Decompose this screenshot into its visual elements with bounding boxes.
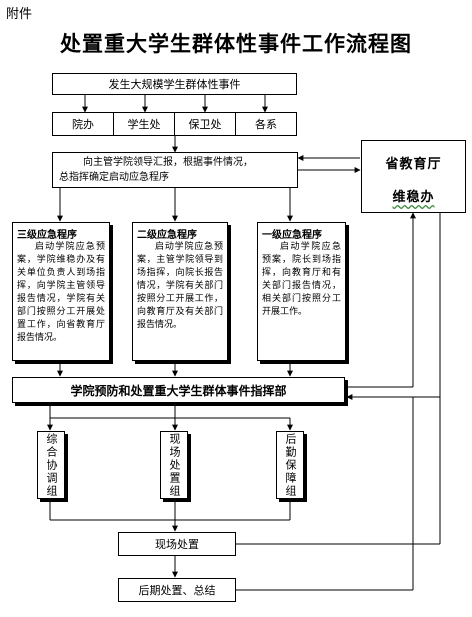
dept-label: 院办	[72, 118, 94, 131]
group-coordination-label: 综合协调组	[45, 432, 58, 498]
level-2-body: 启动学院应急预案，主管学院领导到场指挥，向院长报告情况，学院有关部门按照分工开展…	[137, 242, 223, 330]
onsite-box: 现场处置	[118, 532, 236, 556]
top-event-text: 发生大规模学生群体性事件	[108, 78, 241, 91]
dept-label: 保卫处	[188, 118, 222, 131]
dept-cell: 各系	[236, 113, 296, 135]
level-1-body: 启动学院应急预案，院长到场指挥，向教育厅和有关部门报告情况，相关部门按照分工开展…	[262, 242, 341, 317]
aftermath-box: 后期处置、总结	[118, 578, 236, 602]
group-logistics-box: 后勤保障组	[276, 431, 304, 499]
level-2-box: 二级应急程序 启动学院应急预案，主管学院领导到场指挥，向院长报告情况，学院有关部…	[132, 222, 228, 361]
group-onsite-label: 现场处置组	[168, 432, 181, 498]
level-1-box: 一级应急程序 启动学院应急预案，院长到场指挥，向教育厅和有关部门报告情况，相关部…	[257, 222, 346, 361]
attachment-label: 附件	[6, 7, 33, 22]
command-box: 学院预防和处置重大学生群体事件指挥部	[12, 377, 345, 403]
province-line-1: 省教育厅	[385, 157, 442, 172]
dept-cell: 保卫处	[175, 113, 236, 135]
aftermath-text: 后期处置、总结	[138, 584, 216, 597]
level-3-body: 启动学院应急预案，学院维稳办及有关单位负责人到场指挥，向学院主管领导报告情况，学…	[17, 242, 105, 343]
onsite-text: 现场处置	[155, 538, 199, 551]
dept-cell: 学生处	[114, 113, 175, 135]
level-2-title: 二级应急程序	[137, 230, 197, 241]
group-coordination-box: 综合协调组	[37, 431, 65, 499]
province-line-2: 维稳办	[392, 190, 435, 205]
dept-cell: 院办	[53, 113, 114, 135]
group-logistics-label: 后勤保障组	[284, 432, 297, 498]
province-box: 省教育厅 维稳办	[361, 140, 466, 213]
report-box: 向主管学院领导汇报，根据事件情况， 总指挥确定启动应急程序	[52, 152, 298, 188]
top-event-box: 发生大规模学生群体性事件	[52, 73, 297, 95]
command-text: 学院预防和处置重大学生群体事件指挥部	[70, 383, 287, 398]
page-title: 处置重大学生群体性事件工作流程图	[60, 31, 412, 56]
dept-label: 各系	[255, 118, 277, 131]
report-line-1: 向主管学院领导汇报，根据事件情况，	[83, 157, 253, 168]
dept-label: 学生处	[127, 118, 161, 131]
group-onsite-box: 现场处置组	[160, 431, 188, 499]
departments-box: 院办 学生处 保卫处 各系	[52, 112, 297, 136]
level-1-title: 一级应急程序	[262, 230, 322, 241]
report-line-2: 总指挥确定启动应急程序	[59, 172, 169, 183]
level-3-box: 三级应急程序 启动学院应急预案，学院维稳办及有关单位负责人到场指挥，向学院主管领…	[12, 222, 110, 361]
level-3-title: 三级应急程序	[17, 230, 77, 241]
